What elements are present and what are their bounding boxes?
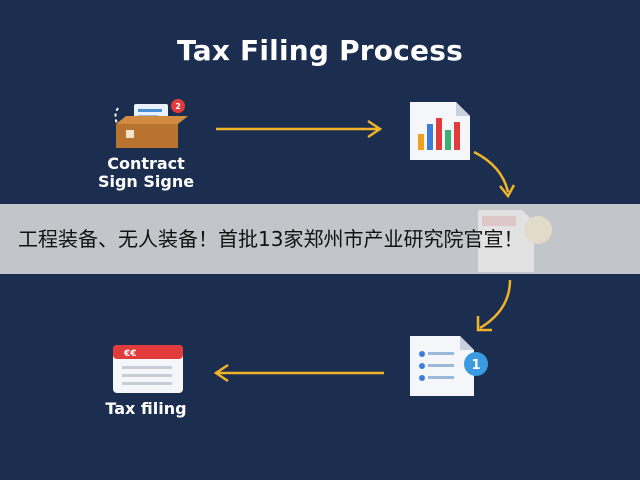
box-badge: 2 [175,102,181,111]
bar-chart-document-icon [406,100,476,162]
step-label-tax-filing: Tax filing [105,399,187,418]
news-banner[interactable]: 工程装备、无人装备！首批13家郑州市产业研究院官宣！ [0,204,640,274]
arrow-right-icon [214,118,386,140]
list-badge: 1 [471,358,480,373]
banner-text[interactable]: 工程装备、无人装备！首批13家郑州市产业研究院官宣！ [18,227,524,251]
diagram-title: Tax Filing Process [177,34,463,67]
arrow-curve-left-icon [472,278,518,334]
step-label-contract: Contract Sign Signe [78,154,214,192]
arrow-left-icon [210,362,386,384]
arrow-curve-down-icon [470,150,520,200]
form-document-icon: €€ [112,344,184,394]
step-label-contract-text: Contract Sign Signe [97,154,195,192]
list-document-icon: 1 [406,334,492,398]
svg-text:€€: €€ [123,349,137,359]
box-document-icon: 2 [108,98,190,154]
